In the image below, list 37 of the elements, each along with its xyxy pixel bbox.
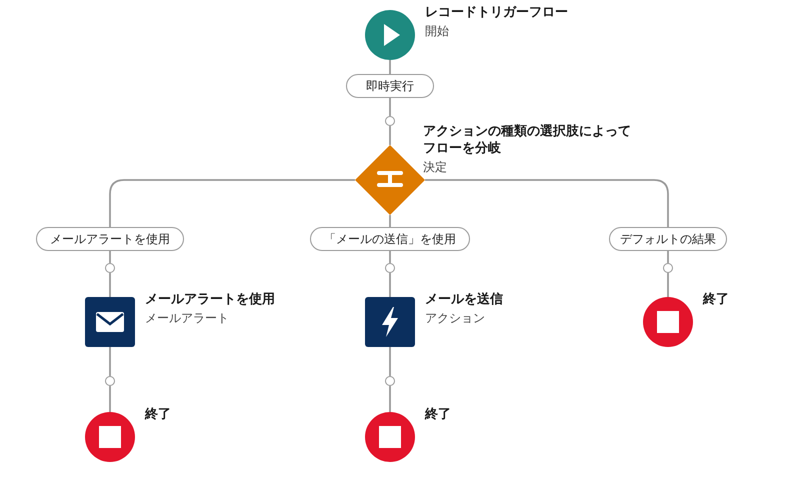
connector-line [109,347,111,376]
connector-line [667,251,669,263]
connector-line [109,386,111,412]
element-title: 終了 [703,291,729,308]
connector-circle [663,263,673,273]
branch-label-pill: デフォルトの結果 [609,227,727,251]
connector-line [389,60,391,74]
connector-line [109,273,111,297]
connector-line [389,273,391,297]
branch-label-pill: 即時実行 [346,74,434,98]
connector-circle [385,116,395,126]
connector-line [109,179,355,227]
connector-circle [385,376,395,386]
connector-line [389,215,391,227]
connector-line [389,251,391,263]
branch-label-pill: 「メールの送信」を使用 [310,227,470,251]
element-type: 決定 [423,159,447,175]
element-title: 終了 [145,406,171,423]
element-type: メールアラート [145,310,229,326]
connector-line [389,386,391,412]
connector-line [667,273,669,297]
connector-circle [385,263,395,273]
connector-line [389,126,391,145]
element-type: アクション [425,310,485,326]
connector-line [109,251,111,263]
element-title: アクションの種類の選択肢によってフローを分岐 [423,123,632,157]
branch-label-pill: メールアラートを使用 [36,227,184,251]
connector-line [389,98,391,116]
connector-line [389,347,391,376]
element-type: 開始 [425,23,449,39]
element-title: 終了 [425,406,451,423]
element-title: レコードトリガーフロー [425,4,568,21]
element-title: メールを送信 [425,291,503,308]
connector-line [425,179,669,227]
connector-circle [105,376,115,386]
connector-circle [105,263,115,273]
element-title: メールアラートを使用 [145,291,275,308]
